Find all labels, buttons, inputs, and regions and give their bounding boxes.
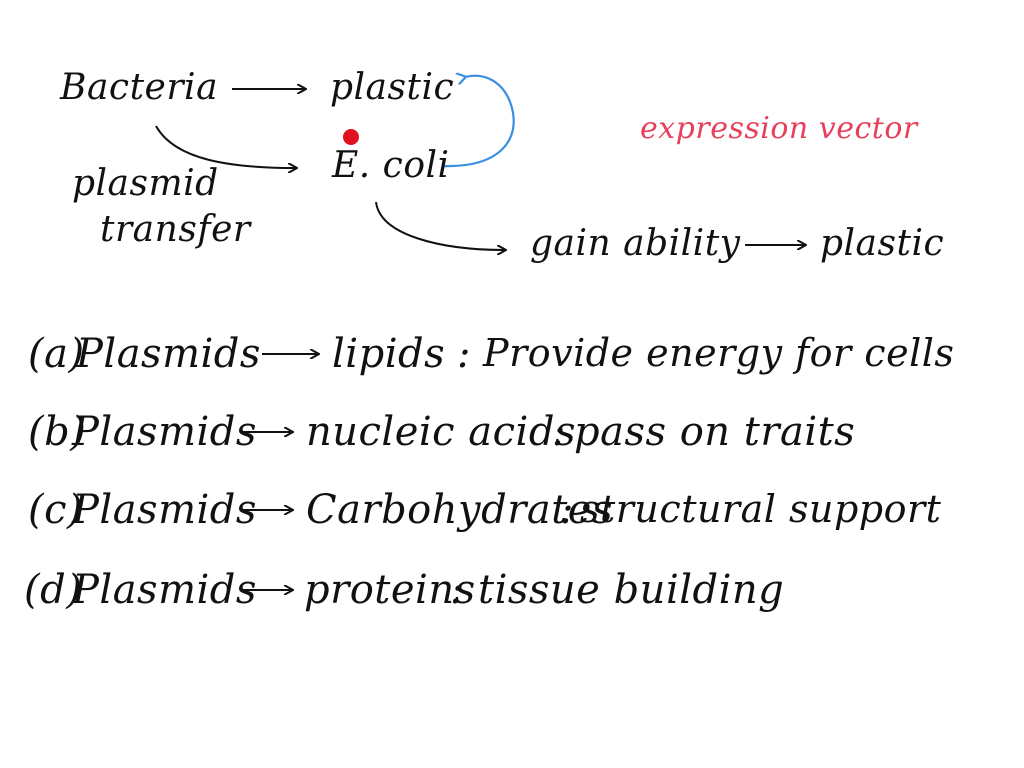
option-a-letter: (a) [28,331,85,377]
label-expression-vector: expression vector [640,111,918,146]
label-gain-ability: gain ability [530,223,741,264]
option-c-colon: : [560,487,574,533]
label-plastic-top: plastic [330,67,455,108]
option-b-role: pass on traits [574,409,856,455]
option-a-target: lipids [332,331,446,377]
option-d-target: proteins [304,567,476,613]
pointer-dot [343,129,359,145]
option-c-target: Carbohydrates [306,487,613,533]
option-d-letter: (d) [24,567,83,613]
label-ecoli: E. coli [332,145,450,186]
option-d-role: tissue building [478,567,785,613]
option-b-subject: Plasmids [72,409,257,455]
label-bacteria: Bacteria [60,67,219,108]
option-a-colon: : [457,331,471,377]
option-b-letter: (b) [28,409,87,455]
label-transfer: transfer [100,209,251,250]
arrow-ecoli-to-plastic-blue [441,76,515,168]
option-c-role: structural support [580,487,942,531]
option-c-subject: Plasmids [72,487,257,533]
option-b-target: nucleic acids [306,409,576,455]
option-c-letter: (c) [28,487,84,533]
option-b-colon: : [552,409,566,455]
label-plastic-right: plastic [820,223,945,264]
option-d-colon: : [450,567,464,613]
label-plasmid: plasmid [72,163,219,204]
arrow-bacteria-to-ecoli [155,125,296,168]
option-a-role: Provide energy for cells [483,331,955,375]
option-d-subject: Plasmids [72,567,257,613]
option-a-subject: Plasmids [76,331,261,377]
arrow-ecoli-to-gain-ability [375,201,505,250]
